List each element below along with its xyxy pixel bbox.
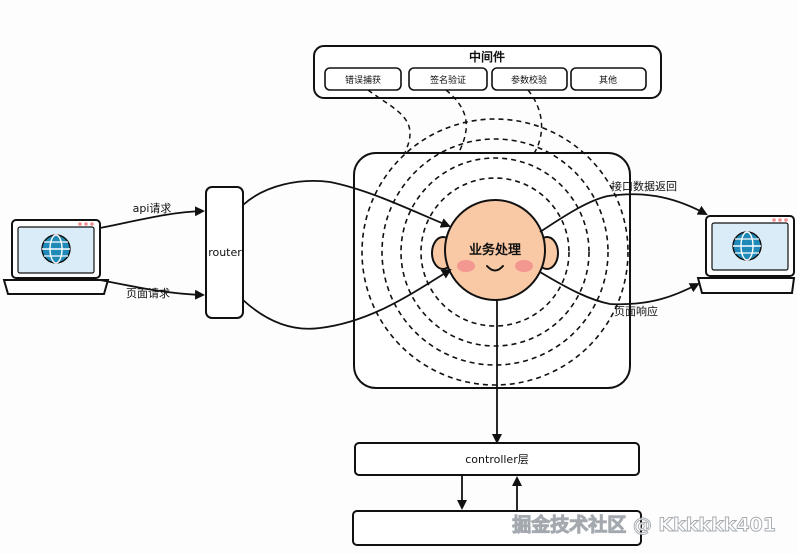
api-response-label: 接口数据返回 bbox=[611, 179, 677, 193]
controller-box bbox=[354, 442, 640, 476]
middleware-item-params: 参数校验 bbox=[511, 74, 547, 86]
globe-icon bbox=[732, 231, 762, 261]
request-arrows bbox=[99, 206, 205, 300]
api-request-arrow bbox=[99, 206, 205, 229]
face-head bbox=[444, 199, 546, 301]
middleware-item-error: 错误捕获 bbox=[345, 74, 381, 86]
page-response-label: 页面响应 bbox=[614, 304, 658, 318]
window-dot bbox=[778, 218, 782, 222]
core-label: 业务处理 bbox=[469, 242, 521, 258]
api-request-label: api请求 bbox=[133, 202, 172, 215]
bottom-layer-box bbox=[352, 510, 642, 546]
router-to-core-arrow bbox=[242, 180, 451, 228]
laptop-base bbox=[2, 279, 110, 295]
ring bbox=[381, 138, 609, 366]
middleware-item-box bbox=[408, 67, 488, 91]
router-label: router bbox=[208, 246, 242, 259]
ring bbox=[420, 177, 570, 327]
router-to-core-arrow bbox=[242, 268, 452, 330]
response-arrows bbox=[539, 193, 708, 306]
window-dot bbox=[784, 218, 788, 222]
window-dot bbox=[90, 222, 94, 226]
api-response-arrow bbox=[539, 193, 708, 233]
window-dot bbox=[772, 218, 776, 222]
client-left bbox=[2, 219, 110, 295]
window-dot bbox=[84, 222, 88, 226]
face-smile bbox=[486, 265, 504, 272]
ring bbox=[361, 118, 629, 386]
middleware-item-box bbox=[491, 67, 568, 91]
controller-label: controller层 bbox=[465, 453, 528, 466]
middleware-group: 中间件 错误捕获 签名验证 参数校验 其他 bbox=[313, 45, 662, 99]
middleware-item-box bbox=[324, 67, 402, 91]
client-right bbox=[696, 215, 796, 294]
middleware-item-box bbox=[570, 67, 647, 91]
window-dot bbox=[78, 222, 82, 226]
concentric-rings bbox=[361, 118, 629, 386]
laptop-base bbox=[696, 277, 796, 294]
core-face: 业务处理 bbox=[431, 199, 559, 301]
middleware-item-other: 其他 bbox=[599, 74, 617, 86]
page-request-label: 页面请求 bbox=[126, 287, 170, 300]
ring bbox=[400, 157, 590, 347]
face-cheek-left bbox=[457, 260, 475, 272]
watermark: 掘金技术社区 @ Kkkkkk401 bbox=[512, 513, 776, 536]
router-box bbox=[205, 186, 244, 319]
middleware-item-signature: 签名验证 bbox=[430, 74, 466, 86]
page-response-arrow bbox=[539, 271, 700, 306]
globe-icon bbox=[41, 234, 71, 264]
middleware-title: 中间件 bbox=[469, 49, 505, 64]
router-core-arrows bbox=[242, 180, 452, 330]
page-request-arrow bbox=[99, 279, 205, 300]
face-cheek-right bbox=[515, 260, 533, 272]
